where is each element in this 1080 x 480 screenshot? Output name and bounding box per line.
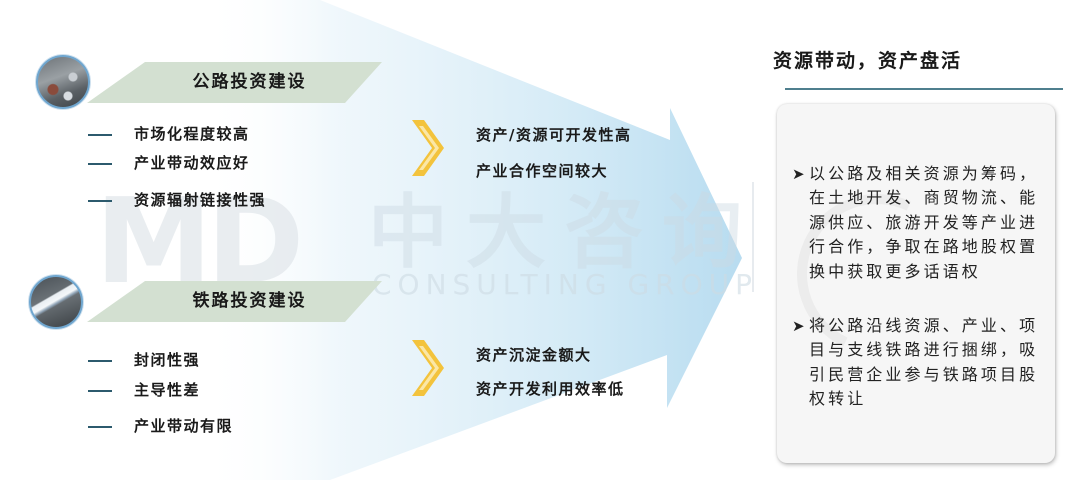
dash-icon — [88, 360, 112, 362]
title-underline — [785, 88, 1063, 90]
bullet-item: ➤ 将公路沿线资源、产业、项目与支线铁路进行捆绑，吸引民营企业参与铁路项目股权转… — [792, 316, 1039, 409]
road-result-1: 资产/资源可开发性高 — [476, 126, 632, 144]
arrow-bullet-icon: ➤ — [792, 317, 808, 335]
watermark-divider — [752, 182, 754, 292]
road-result-2: 产业合作空间较大 — [476, 162, 609, 180]
double-chevron-icon — [412, 340, 444, 396]
side-panel-title: 资源带动，资产盘活 — [773, 50, 963, 72]
highway-photo-icon — [36, 55, 90, 109]
road-banner: 公路投资建设 — [87, 62, 382, 103]
rail-result-1: 资产沉淀金额大 — [476, 346, 592, 364]
arrow-bullet-icon: ➤ — [792, 165, 808, 183]
rail-banner: 铁路投资建设 — [87, 281, 382, 322]
banner-shape — [87, 62, 382, 103]
railway-photo-icon — [29, 275, 83, 329]
side-panel-box: ➤ 以公路及相关资源为筹码，在土地开发、商贸物流、能源供应、旅游开发等产业进行合… — [774, 104, 1055, 463]
dash-icon — [88, 134, 112, 136]
dash-icon — [88, 390, 112, 392]
rail-banner-title: 铁路投资建设 — [192, 291, 307, 311]
dash-icon — [88, 426, 112, 428]
rail-result-2: 资产开发利用效率低 — [476, 380, 625, 398]
road-banner-title: 公路投资建设 — [192, 72, 307, 92]
dash-icon — [88, 200, 112, 202]
bullet-item: ➤ 以公路及相关资源为筹码，在土地开发、商贸物流、能源供应、旅游开发等产业进行合… — [792, 164, 1039, 281]
banner-shape — [87, 281, 382, 322]
double-chevron-icon — [412, 120, 444, 176]
dash-icon — [88, 163, 112, 165]
